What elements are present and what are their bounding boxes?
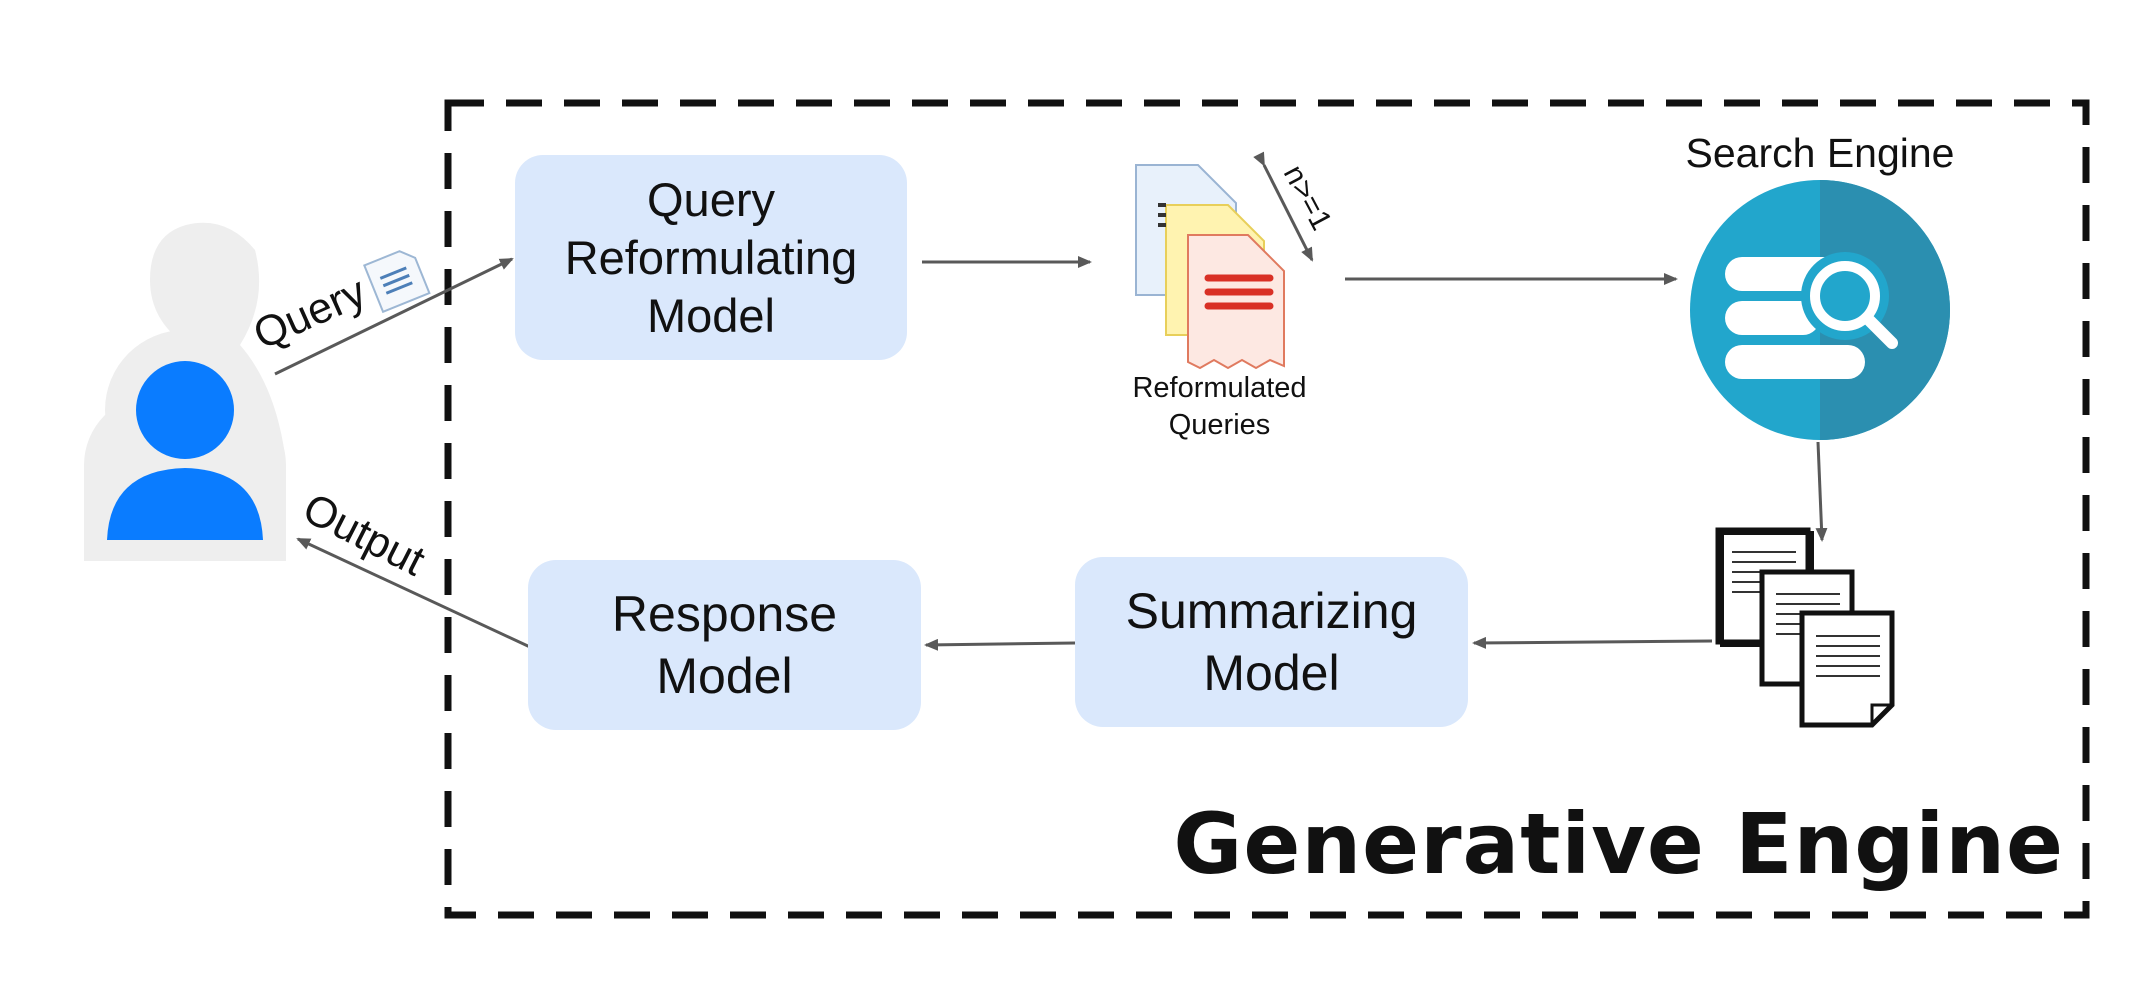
generative-engine-container — [444, 99, 2090, 919]
arrow-response-to-user — [296, 537, 531, 649]
n-constraint-arrow — [1253, 151, 1314, 262]
retrieved-documents-icon — [1715, 527, 1895, 728]
summarizing-model-label: Summarizing Model — [1125, 583, 1418, 701]
edge-label-n-constraint: n>=1 — [1277, 160, 1338, 236]
document-icon — [363, 250, 431, 314]
arrow-summarizing-to-response — [924, 638, 1076, 651]
query-reformulating-model-label: Query Reformulating Model — [564, 172, 858, 342]
response-model-box: Response Model — [528, 560, 921, 730]
summarizing-model-box: Summarizing Model — [1075, 557, 1468, 727]
arrow-search-to-docs — [1815, 441, 1828, 542]
user-icon — [84, 222, 286, 561]
search-engine-label: Search Engine — [1685, 130, 1955, 176]
query-reformulating-model-box: Query Reformulating Model — [515, 155, 907, 360]
search-engine-icon — [1690, 180, 1950, 440]
arrow-docs-to-summarizing — [1472, 636, 1713, 649]
response-model-label: Response Model — [611, 586, 838, 704]
reformulated-queries-icon — [1135, 164, 1285, 370]
generative-engine-label: Generative Engine — [1173, 795, 2064, 893]
arrow-user-to-qrm — [274, 257, 514, 376]
edge-label-query: Query — [247, 267, 374, 359]
reformulated-queries-label: Reformulated Queries — [1132, 372, 1307, 441]
